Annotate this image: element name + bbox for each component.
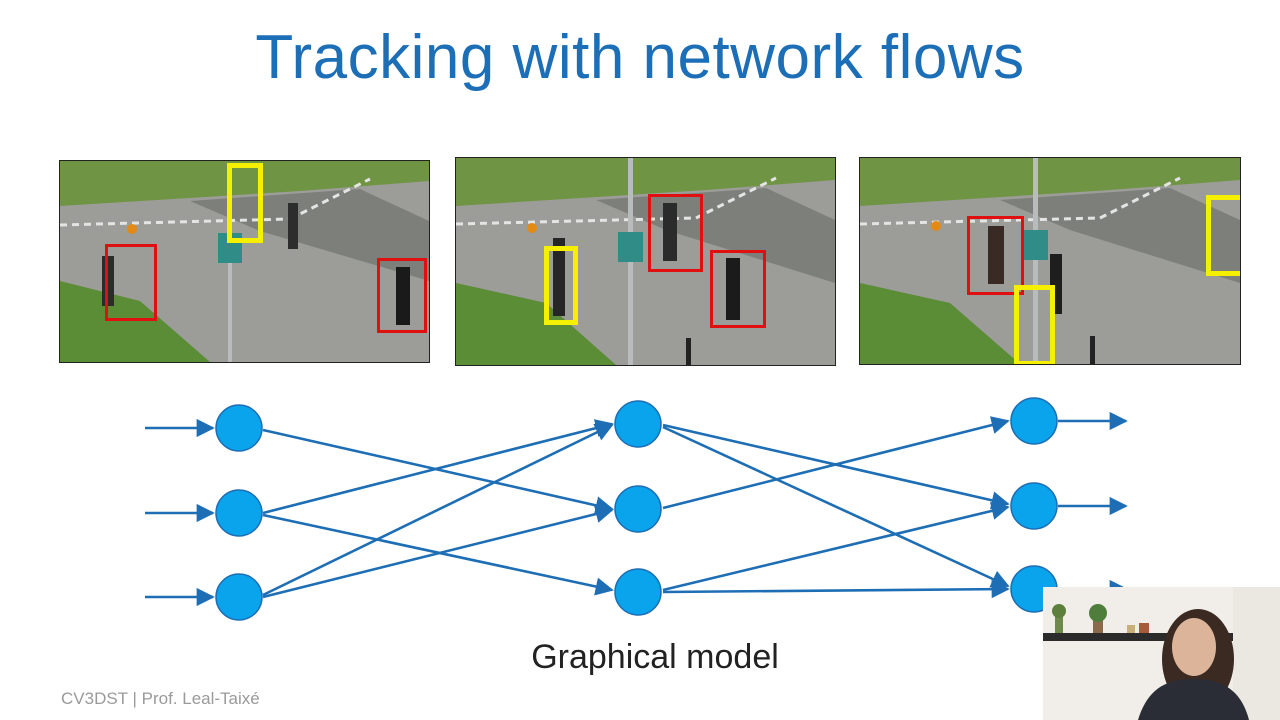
yellow-bounding-box	[227, 163, 263, 243]
video-frame-3	[859, 157, 1241, 365]
graph-node	[215, 573, 263, 621]
red-bounding-box	[377, 258, 427, 333]
transition-edge	[662, 501, 1010, 592]
frame-scene	[60, 161, 429, 362]
transition-edge	[262, 419, 614, 515]
graph-node	[614, 400, 662, 448]
graph-node	[614, 485, 662, 533]
transition-edge	[262, 505, 614, 599]
graph-node	[614, 568, 662, 616]
graph-node	[1010, 482, 1058, 530]
yellow-bounding-box	[1014, 285, 1055, 364]
diagram-caption: Graphical model	[531, 638, 779, 676]
frame-scene	[456, 158, 835, 365]
red-bounding-box	[710, 250, 766, 328]
video-frame-1	[59, 160, 430, 363]
graph-node	[1010, 397, 1058, 445]
presenter-video	[1043, 587, 1280, 720]
presenter-webcam	[1043, 587, 1280, 720]
yellow-bounding-box	[544, 246, 578, 325]
red-bounding-box	[967, 216, 1024, 295]
video-frame-2	[455, 157, 836, 366]
transition-edge	[662, 416, 1010, 510]
transition-edge	[662, 425, 1010, 588]
slide-title: Tracking with network flows	[255, 23, 1025, 92]
graph-node	[215, 404, 263, 452]
transition-edge	[262, 423, 614, 597]
slide-footer: CV3DST | Prof. Leal-Taixé	[61, 689, 260, 708]
red-bounding-box	[105, 244, 157, 321]
red-bounding-box	[648, 194, 703, 272]
yellow-bounding-box	[1206, 195, 1240, 276]
transition-edge	[662, 580, 1010, 599]
graph-node	[215, 489, 263, 537]
